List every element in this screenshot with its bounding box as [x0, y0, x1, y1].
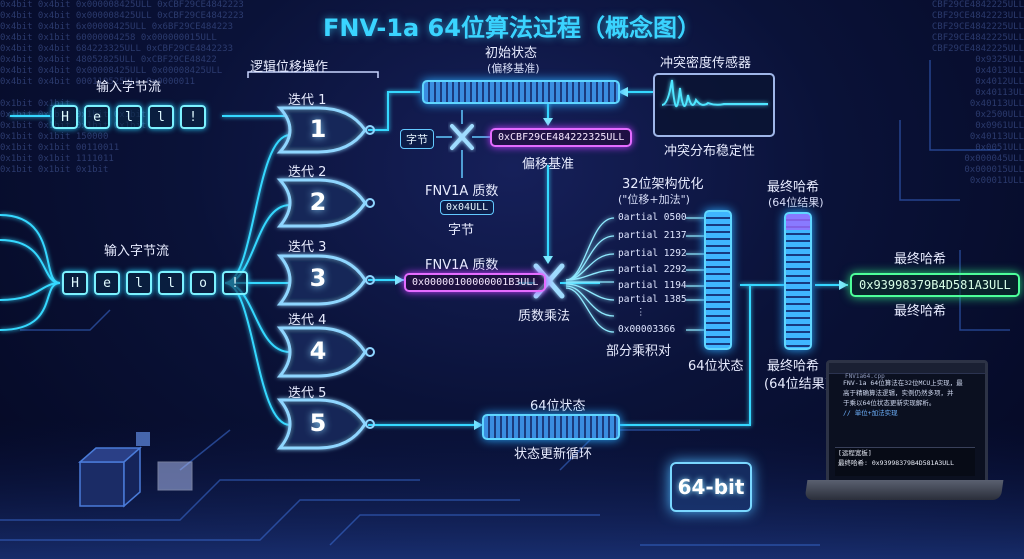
gate-3-label: 迭代 3 — [288, 240, 327, 255]
opt-title: 32位架构优化 — [622, 177, 704, 192]
gate-5-label: 迭代 5 — [288, 386, 327, 401]
final-top-title: 最终哈希 — [767, 180, 820, 195]
final-hash-label-bottom: 最终哈希 — [894, 304, 947, 319]
64bit-badge: 64-bit — [670, 462, 752, 512]
partial-item: partial 1194 — [618, 280, 687, 291]
logic-gates — [276, 106, 367, 450]
final-bottom-subtitle: (64位结果) — [764, 377, 830, 392]
console-line: 最终哈希: 0x93998379B4D581A3ULL — [838, 459, 955, 467]
partial-item: partial 2137 — [618, 230, 687, 241]
byte-chip: l — [116, 105, 142, 129]
circuit-traces — [0, 60, 1010, 546]
page-title: FNV-1a 64位算法过程（概念图） — [323, 14, 701, 42]
partial-item: partial 1385 — [618, 294, 687, 305]
state64-caption: 状态更新循环 — [514, 447, 593, 462]
final-hash-bar-top — [786, 214, 810, 230]
initial-state-subtitle: (偏移基准) — [487, 62, 540, 75]
multiply-x-top — [450, 124, 474, 150]
offset-basis-value: 0xCBF29CE484222325ULL — [490, 128, 633, 147]
logic-shift-label: 逻辑位移操作 — [250, 60, 329, 75]
logic-bracket — [247, 71, 379, 78]
partial-item: partial 2292 — [618, 264, 687, 275]
code-line: 高于精确算法逻辑，实例仍然多项，并 — [843, 389, 954, 397]
final-top-subtitle: (64位结果) — [768, 196, 824, 209]
gate-2-number: 2 — [309, 188, 327, 216]
byte-chip: l — [148, 105, 174, 129]
cube-decor — [78, 432, 193, 508]
initial-state-title: 初始状态 — [485, 46, 538, 61]
sensor-caption: 冲突分布稳定性 — [664, 144, 756, 159]
code-line: // 单位+加法实现 — [843, 409, 898, 417]
gate-5-number: 5 — [309, 409, 327, 437]
sensor-title: 冲突密度传感器 — [660, 56, 752, 71]
laptop-console: [运程宽板] 最终哈希: 0x93998379B4D581A3ULL — [835, 447, 975, 476]
background-code-right: CBF29CE4842225ULL CBF29CE4842223ULL CBF2… — [931, 0, 1024, 186]
gate-2-label: 迭代 2 — [288, 165, 327, 180]
gate-4-label: 迭代 4 — [288, 313, 327, 328]
byte-connectors — [436, 110, 490, 178]
final-hash-vertical-bar — [784, 212, 812, 350]
gate-bubbles — [365, 125, 375, 429]
laptop-code: FNV-1a 64位算法在32位MCU上实现，最 高于精确算法逻辑，实例仍然多项… — [829, 374, 985, 418]
byte-chip: l — [126, 271, 152, 295]
byte-chip: ! — [222, 271, 248, 295]
byte-chip: l — [158, 271, 184, 295]
byte-chip: H — [62, 271, 88, 295]
byte-chip: H — [52, 105, 78, 129]
partial-item: 0artial 0500 — [618, 212, 687, 223]
input-top-label: 输入字节流 — [96, 80, 162, 95]
sensor-panel — [653, 73, 775, 137]
final-hash-value: 0x93998379B4D581A3ULL — [850, 273, 1020, 297]
laptop-base — [804, 480, 1004, 500]
code-line: 于乘以64位状态更新实现解析。 — [843, 399, 936, 407]
state64-vertical-caption: 64位状态 — [688, 359, 744, 374]
opt-subtitle: ("位移+加法") — [618, 193, 690, 206]
prime-mid-value: 0x00000100000001B3ULL — [404, 273, 547, 292]
arrow-heads — [395, 87, 848, 430]
laptop-screen: FNV1a64.cpp FNV-1a 64位算法在32位MCU上实现，最 高于精… — [826, 360, 988, 484]
byte-chip: ! — [180, 105, 206, 129]
code-line: FNV-1a 64位算法在32位MCU上实现，最 — [843, 379, 963, 387]
partial-ellipsis: ⋮ — [636, 307, 646, 318]
state64-title: 64位状态 — [530, 399, 586, 414]
input-mid-label: 输入字节流 — [104, 244, 170, 259]
gate-3-number: 3 — [309, 264, 327, 292]
laptop-file-tab: FNV1a64.cpp — [845, 373, 885, 380]
gate-1-label: 迭代 1 — [288, 93, 327, 108]
final-bottom-title: 最终哈希 — [767, 359, 820, 374]
final-hash-label-top: 最终哈希 — [894, 252, 947, 267]
laptop-header: FNV1a64.cpp — [829, 363, 985, 380]
gate-1-number: 1 — [309, 115, 327, 143]
state64-bar — [482, 414, 620, 440]
initial-state-bar — [422, 80, 620, 104]
byte-chip: o — [190, 271, 216, 295]
partial-item: partial 1292 — [618, 248, 687, 259]
byte-box: 字节 — [400, 129, 434, 149]
prime-top-value: 0x04ULL — [440, 200, 495, 215]
console-title: [运程宽板] — [838, 449, 872, 457]
byte-chip: e — [84, 105, 110, 129]
multiply-caption: 质数乘法 — [518, 309, 571, 324]
byte-chip: e — [94, 271, 120, 295]
partial-fan — [565, 217, 704, 333]
offset-basis-caption: 偏移基准 — [522, 157, 575, 172]
partial-item: 0x00003366 — [618, 324, 676, 335]
partials-caption: 部分乘积对 — [606, 344, 672, 359]
state64-vertical-bar — [704, 210, 732, 350]
prime-mid-label: FNV1A 质数 — [425, 258, 499, 273]
prime-top-caption: 字节 — [448, 223, 475, 238]
prime-top-label: FNV1A 质数 — [425, 184, 499, 199]
gate-4-number: 4 — [309, 337, 327, 365]
